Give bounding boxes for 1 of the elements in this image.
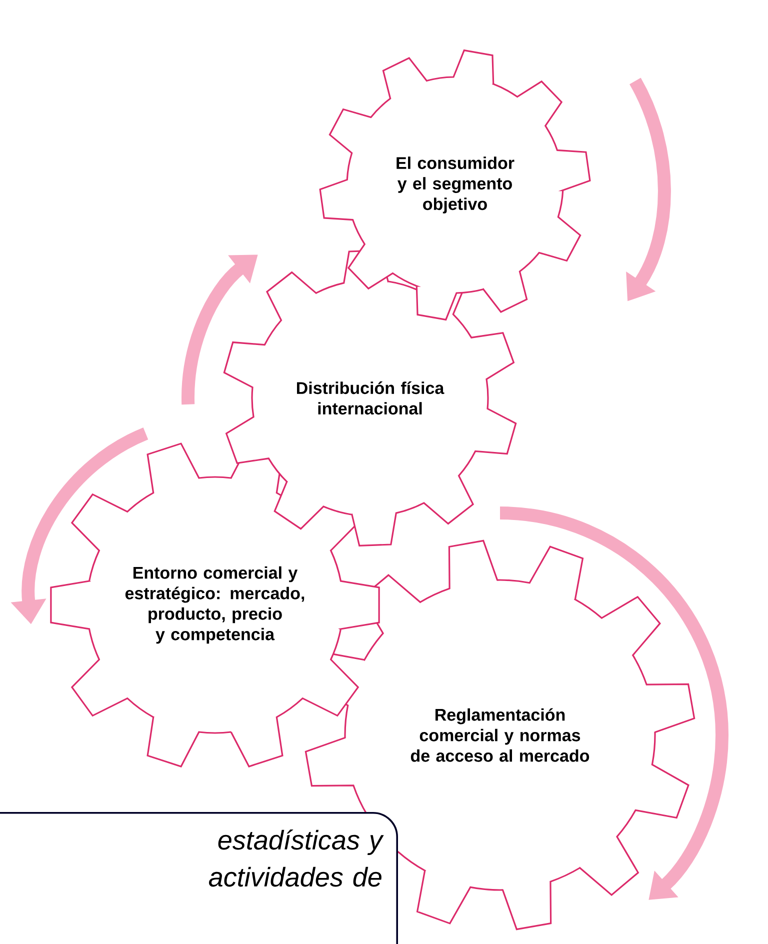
text-box: estadísticas y actividades de [0, 812, 398, 944]
